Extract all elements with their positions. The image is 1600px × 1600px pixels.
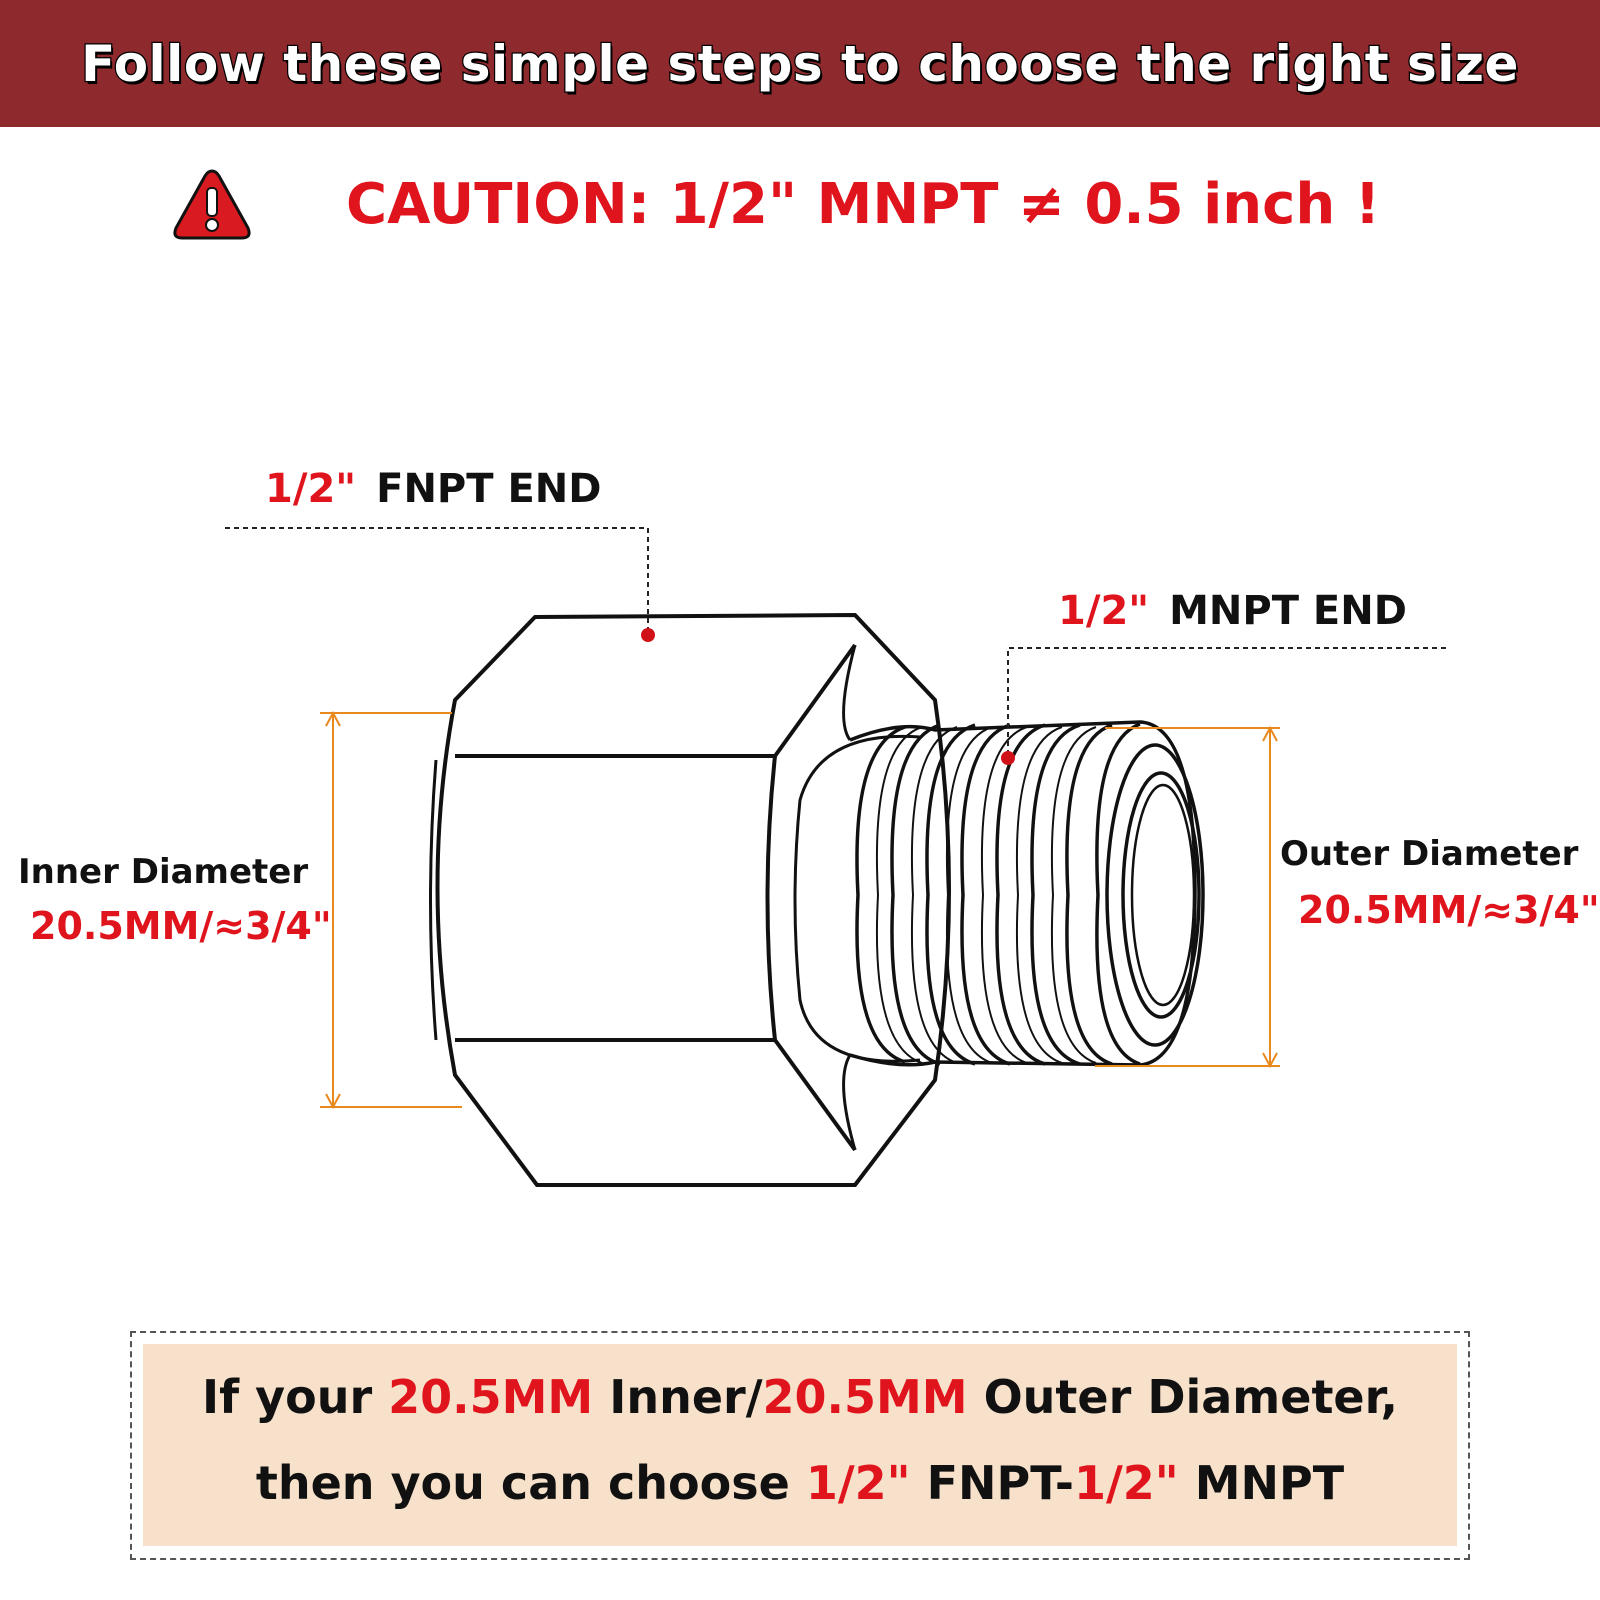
info-box: If your 20.5MM Inner/20.5MM Outer Diamet…	[143, 1344, 1457, 1546]
info-line-1: If your 20.5MM Inner/20.5MM Outer Diamet…	[143, 1370, 1457, 1424]
inner-diameter-label: Inner Diameter	[18, 852, 309, 892]
info-line-2: then you can choose 1/2" FNPT-1/2" MNPT	[143, 1456, 1457, 1510]
info-size-2: 1/2"	[1073, 1456, 1179, 1510]
outer-dimension-line	[1095, 725, 1280, 1069]
title-banner: Follow these simple steps to choose the …	[0, 0, 1600, 127]
fnpt-callout	[225, 527, 655, 642]
mnpt-callout	[1001, 647, 1446, 765]
info-line2-mid: FNPT-	[910, 1456, 1074, 1510]
info-line1-mid: Inner/	[593, 1370, 763, 1424]
mnpt-end-label: 1/2" MNPT END	[1058, 588, 1407, 634]
caution-text: CAUTION: 1/2" MNPT ≠ 0.5 inch !	[346, 172, 1381, 237]
banner-title: Follow these simple steps to choose the …	[80, 33, 1520, 94]
outer-diameter-value: 20.5MM/≈3/4"	[1298, 888, 1600, 932]
info-inner-value: 20.5MM	[388, 1370, 594, 1424]
inner-diameter-value: 20.5MM/≈3/4"	[30, 904, 332, 948]
inner-dimension-line	[320, 710, 462, 1110]
info-line1-suffix: Outer Diameter,	[967, 1370, 1399, 1424]
mnpt-text: MNPT END	[1169, 588, 1407, 634]
hex-nut-body	[429, 613, 951, 1187]
info-line2-suffix: MNPT	[1178, 1456, 1345, 1510]
fnpt-end-label: 1/2" FNPT END	[265, 466, 601, 512]
warning-triangle-icon	[173, 169, 251, 240]
mnpt-size: 1/2"	[1058, 588, 1150, 634]
fnpt-text: FNPT END	[376, 466, 602, 512]
info-frame	[130, 1331, 1470, 1560]
fnpt-size: 1/2"	[265, 466, 357, 512]
outer-diameter-label: Outer Diameter	[1280, 834, 1579, 874]
info-line2-prefix: then you can choose	[255, 1456, 806, 1510]
thread-section	[849, 720, 1205, 1067]
info-outer-value: 20.5MM	[762, 1370, 968, 1424]
info-size-1: 1/2"	[805, 1456, 911, 1510]
info-line1-prefix: If your	[201, 1370, 389, 1424]
